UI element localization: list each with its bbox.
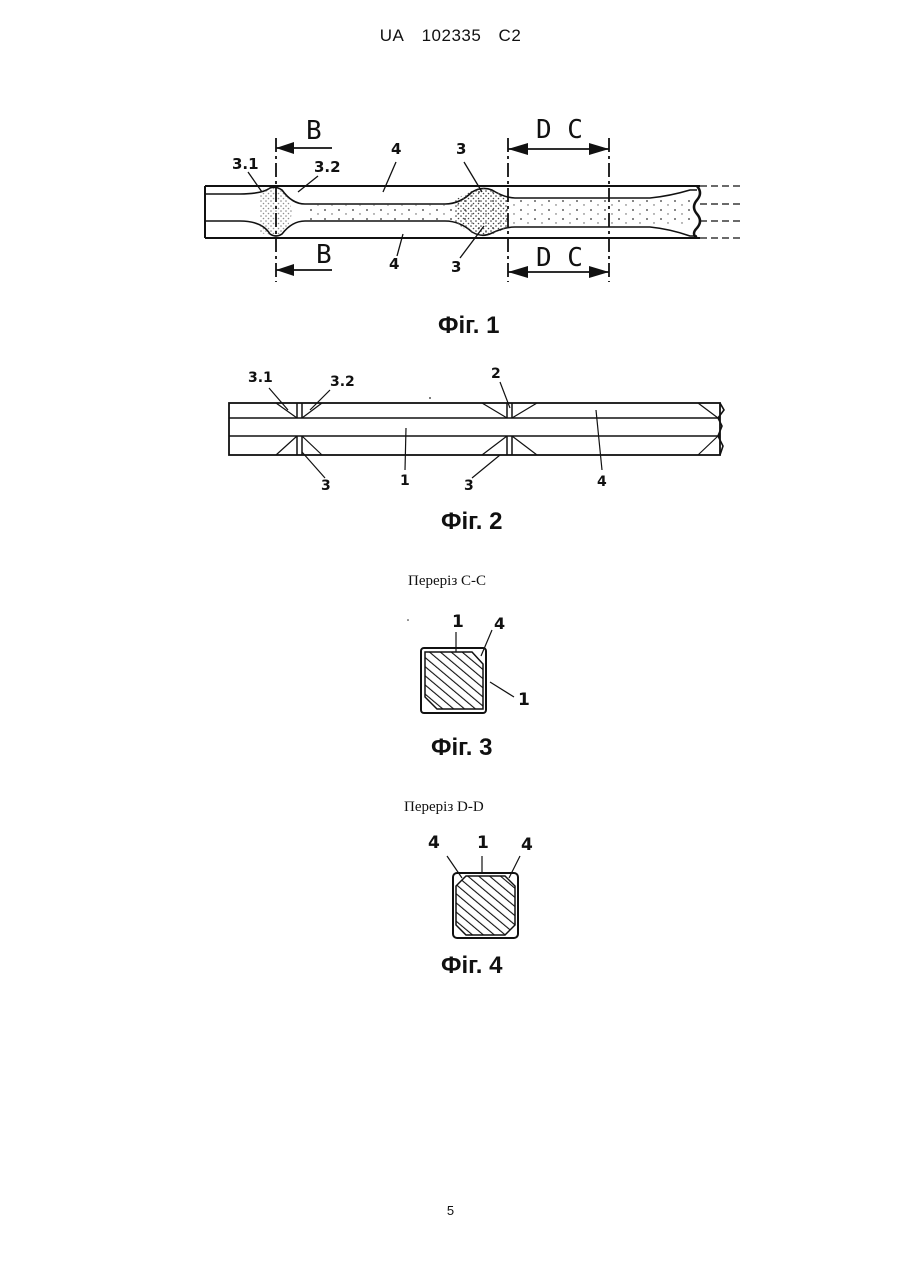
page-number: 5	[0, 1203, 901, 1218]
figure-4-drawing	[0, 0, 901, 960]
fig4-label-4-right: 4	[521, 835, 533, 855]
figure-4-caption: Фіг. 4	[441, 952, 502, 980]
fig4-label-1: 1	[477, 833, 489, 853]
fig4-label-4-left: 4	[428, 833, 440, 853]
